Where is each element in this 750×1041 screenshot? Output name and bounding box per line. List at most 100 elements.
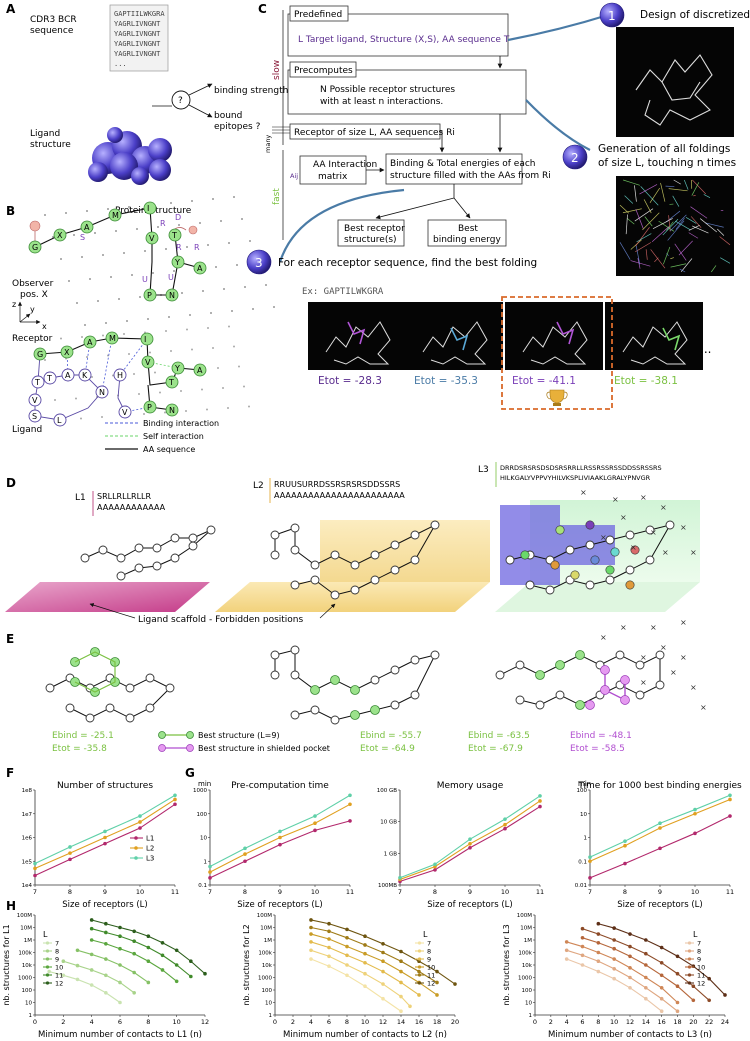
ligand-structure-label: Ligand <box>30 129 60 139</box>
protein-purple-letter: R <box>160 219 166 228</box>
x-tick-label: 12 <box>201 1018 209 1026</box>
lattice-dot <box>75 398 77 400</box>
x-tick-label: 16 <box>658 1018 666 1026</box>
e1-structure-node <box>46 684 54 692</box>
aa-matrix-1: AA Interaction <box>313 160 377 170</box>
data-point <box>676 1009 680 1013</box>
step2-text-2: of size L, touching n times <box>598 157 736 169</box>
data-point <box>363 934 367 938</box>
protein-purple-labels: SRDRUUR <box>80 213 200 284</box>
lattice-dot <box>157 226 159 228</box>
legend-label: 12 <box>427 980 435 988</box>
lattice-dot <box>212 198 214 200</box>
data-point <box>433 863 437 867</box>
forbidden-position-mark: × <box>690 683 697 692</box>
ligand-residue-letter: N <box>99 388 105 397</box>
lattice-dot <box>102 254 104 256</box>
data-point <box>309 940 313 944</box>
e3-structure-node <box>656 651 664 659</box>
series-line-8 <box>63 961 134 993</box>
e3-structure-node <box>556 691 564 699</box>
x-tick-label: 8 <box>433 888 437 896</box>
e3-bind: Ebind = -63.5 <box>468 731 530 741</box>
protein-purple-letter: R <box>176 243 182 252</box>
legend-marker <box>688 965 691 968</box>
forbidden-position-mark: × <box>650 623 657 632</box>
legend-label: 12 <box>697 980 705 988</box>
data-point <box>676 972 680 976</box>
lattice-dot <box>168 316 170 318</box>
e2-structure-node <box>291 671 299 679</box>
data-point <box>581 927 585 931</box>
panel-e-structures: ××××××××××× <box>46 618 707 724</box>
lattice-dot <box>86 210 88 212</box>
e4-pocket-residue <box>621 676 630 685</box>
forbidden-position-mark: × <box>690 548 697 557</box>
data-point <box>104 991 108 995</box>
data-point <box>723 993 727 997</box>
e2-tot: Etot = -64.9 <box>360 744 415 754</box>
y-tick-label: 1e4 <box>22 883 33 889</box>
l3-structure-node <box>666 521 674 529</box>
data-point <box>76 948 80 952</box>
x-tick-label: 10 <box>610 1018 618 1026</box>
data-point <box>399 950 403 954</box>
legend-label: 10 <box>697 964 705 972</box>
ligand-residue-letter: T <box>46 374 52 383</box>
legend-marker <box>418 941 421 944</box>
forbidden-position-mark: × <box>680 653 687 662</box>
data-point <box>161 941 165 945</box>
lattice-dot <box>207 327 209 329</box>
x-tick-label: 10 <box>361 1018 369 1026</box>
series-line-7 <box>311 959 401 1011</box>
y-tick-label: 0.1 <box>198 883 207 889</box>
x-tick-label: 4 <box>309 1018 313 1026</box>
chart-7: nb. structures for L3Minimum number of c… <box>502 913 729 1040</box>
data-point <box>104 931 108 935</box>
lattice-dot <box>181 292 183 294</box>
protein-residue-letter: Y <box>174 258 180 267</box>
x-tick-label: 11 <box>171 888 179 896</box>
sequence-item: YAGRLIVNGNT <box>114 50 161 58</box>
lattice-dot <box>105 322 107 324</box>
l1-label: L1 <box>75 493 86 503</box>
data-point <box>278 843 282 847</box>
data-point <box>327 937 331 941</box>
protein-purple-letter: D <box>175 213 181 222</box>
lattice-dot <box>39 339 41 341</box>
data-point <box>309 957 313 961</box>
y-tick-label: 1 GB <box>384 851 398 857</box>
l3-structure-node <box>646 556 654 564</box>
data-point <box>189 959 193 963</box>
data-point <box>612 967 616 971</box>
data-point <box>693 812 697 816</box>
legend-marker <box>134 856 138 860</box>
data-point <box>676 1001 680 1005</box>
data-point <box>118 926 122 930</box>
sequence-item: YAGRLIVNGNT <box>114 40 161 48</box>
data-point <box>693 808 697 812</box>
ligand-residue-letter: A <box>65 371 71 380</box>
legend-label: 11 <box>55 972 63 980</box>
forbidden-position-mark: × <box>662 548 669 557</box>
y-tick-label: 10 <box>265 1001 272 1007</box>
l3-colored-residue <box>586 521 594 529</box>
legend-aa: AA sequence <box>143 445 195 454</box>
y-tick-label: 100k <box>258 951 272 957</box>
x-tick-label: 8 <box>68 888 72 896</box>
lattice-dot <box>131 274 133 276</box>
l2-structure-node <box>311 576 319 584</box>
l3-colored-residue <box>611 548 619 556</box>
e1-structure-node <box>146 704 154 712</box>
lattice-dot <box>123 333 125 335</box>
e2-structure-node <box>431 651 439 659</box>
e3-best-residue <box>536 671 545 680</box>
lattice-dot <box>222 387 224 389</box>
l2-structure-node <box>411 531 419 539</box>
data-point <box>435 981 439 985</box>
lattice-dot <box>143 413 145 415</box>
x-tick-label: 6 <box>327 1018 331 1026</box>
data-point <box>417 970 421 974</box>
y-tick-label: 1 <box>269 1013 273 1019</box>
panel-b: B Protein Structure Observer pos. X z y … <box>6 196 275 454</box>
